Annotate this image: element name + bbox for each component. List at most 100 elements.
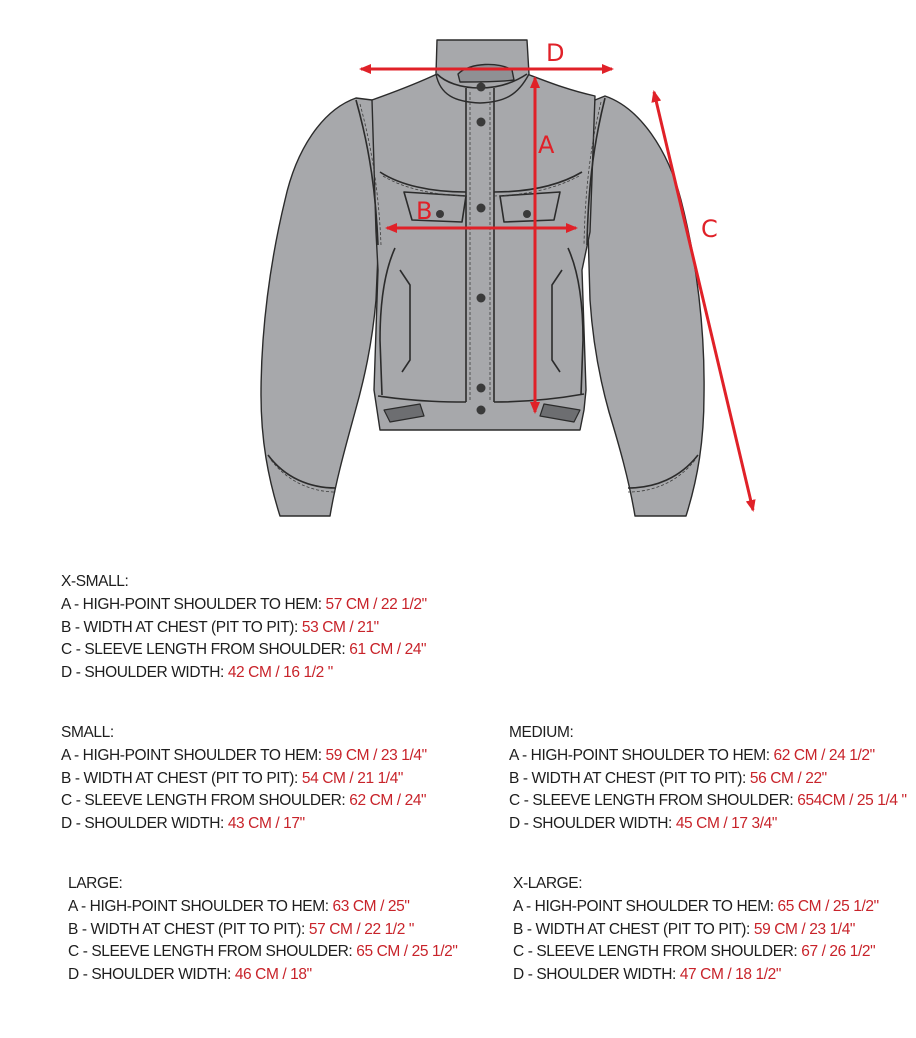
measurement-label: D - SHOULDER WIDTH: — [68, 966, 235, 984]
pocket-button — [436, 210, 444, 218]
measurement-label: C - SLEEVE LENGTH FROM SHOULDER: — [513, 943, 802, 961]
measurement-value: 59 CM / 23 1/4" — [325, 746, 428, 764]
measurement-value: 53 CM / 21" — [301, 618, 379, 636]
left-armhole-seam — [355, 99, 379, 246]
measurement-label: A - HIGH-POINT SHOULDER TO HEM: — [61, 595, 326, 613]
measurement-label: B - WIDTH AT CHEST (PIT TO PIT): — [61, 618, 302, 636]
pocket-button — [523, 210, 531, 218]
measurement-label: B - WIDTH AT CHEST (PIT TO PIT): — [509, 769, 750, 787]
measure-d-label: D — [546, 39, 564, 67]
measurement-row: B - WIDTH AT CHEST (PIT TO PIT): 56 CM /… — [509, 768, 907, 791]
measurement-value: 65 CM / 25 1/2" — [356, 943, 458, 961]
size-title: MEDIUM: — [509, 724, 574, 741]
measurement-row: D - SHOULDER WIDTH: 43 CM / 17" — [61, 813, 427, 836]
measurement-row: C - SLEEVE LENGTH FROM SHOULDER: 62 CM /… — [61, 790, 427, 813]
right-front-panel-seam — [567, 247, 584, 396]
yoke-seam — [379, 171, 583, 193]
measurement-value: 46 CM / 18" — [234, 966, 312, 984]
right-armhole-seam — [586, 97, 606, 246]
measurement-label: B - WIDTH AT CHEST (PIT TO PIT): — [68, 920, 309, 938]
measurement-label: A - HIGH-POINT SHOULDER TO HEM: — [68, 897, 333, 915]
measurement-value: 56 CM / 22" — [749, 769, 827, 787]
size-title: X-SMALL: — [61, 573, 129, 590]
left-cuff-seam — [267, 454, 337, 489]
measurement-row: A - HIGH-POINT SHOULDER TO HEM: 57 CM / … — [61, 594, 427, 617]
measurement-label: A - HIGH-POINT SHOULDER TO HEM: — [509, 746, 774, 764]
measurement-value: 57 CM / 22 1/2" — [325, 595, 428, 613]
measurement-value: 43 CM / 17" — [227, 815, 305, 833]
measurement-lines — [359, 64, 756, 512]
measurement-row: C - SLEEVE LENGTH FROM SHOULDER: 65 CM /… — [68, 941, 458, 964]
button — [476, 117, 486, 127]
size-title: X-LARGE: — [513, 875, 583, 892]
button — [476, 82, 486, 92]
size-title: LARGE: — [68, 875, 123, 892]
measurement-label: D - SHOULDER WIDTH: — [61, 815, 228, 833]
size-block-large: LARGE: A - HIGH-POINT SHOULDER TO HEM: 6… — [68, 873, 458, 987]
right-hand-pocket — [551, 269, 563, 373]
measurement-label: B - WIDTH AT CHEST (PIT TO PIT): — [513, 920, 754, 938]
measurement-label: D - SHOULDER WIDTH: — [61, 664, 228, 682]
measurement-value: 54 CM / 21 1/4" — [301, 769, 404, 787]
right-sleeve — [587, 95, 705, 517]
jacket-diagram: A B C D — [260, 39, 756, 517]
measurement-value: 42 CM / 16 1/2 " — [227, 664, 333, 682]
size-block-medium: MEDIUM: A - HIGH-POINT SHOULDER TO HEM: … — [509, 722, 907, 836]
measurement-row: D - SHOULDER WIDTH: 47 CM / 18 1/2" — [513, 964, 879, 987]
measurement-value: 62 CM / 24" — [349, 792, 427, 810]
measurement-value: 61 CM / 24" — [349, 641, 427, 659]
measurement-value: 62 CM / 24 1/2" — [773, 746, 876, 764]
size-block-xlarge: X-LARGE: A - HIGH-POINT SHOULDER TO HEM:… — [513, 873, 879, 987]
measurement-value: 654CM / 25 1/4 " — [797, 792, 907, 810]
measurement-label: C - SLEEVE LENGTH FROM SHOULDER: — [68, 943, 357, 961]
measurement-label: C - SLEEVE LENGTH FROM SHOULDER: — [509, 792, 798, 810]
measurement-value: 45 CM / 17 3/4" — [675, 815, 778, 833]
size-title: SMALL: — [61, 724, 114, 741]
left-front-panel-seam — [379, 247, 396, 396]
measurement-row: A - HIGH-POINT SHOULDER TO HEM: 62 CM / … — [509, 745, 907, 768]
size-block-small: SMALL: A - HIGH-POINT SHOULDER TO HEM: 5… — [61, 722, 427, 836]
measurement-row: B - WIDTH AT CHEST (PIT TO PIT): 54 CM /… — [61, 768, 427, 791]
measurement-row: A - HIGH-POINT SHOULDER TO HEM: 63 CM / … — [68, 896, 457, 919]
measurement-row: C - SLEEVE LENGTH FROM SHOULDER: 61 CM /… — [61, 639, 427, 662]
jacket-illustration — [260, 39, 705, 517]
button — [476, 405, 486, 415]
measurement-row: B - WIDTH AT CHEST (PIT TO PIT): 59 CM /… — [513, 919, 879, 942]
measurement-row: D - SHOULDER WIDTH: 42 CM / 16 1/2 " — [61, 662, 427, 685]
size-block-xsmall: X-SMALL: A - HIGH-POINT SHOULDER TO HEM:… — [61, 571, 427, 685]
measure-b-label: B — [416, 197, 432, 225]
measurement-row: A - HIGH-POINT SHOULDER TO HEM: 65 CM / … — [513, 896, 879, 919]
measurement-row: B - WIDTH AT CHEST (PIT TO PIT): 53 CM /… — [61, 617, 427, 640]
jacket-body — [371, 73, 596, 431]
measure-a-label: A — [538, 131, 555, 159]
right-chest-pocket — [499, 191, 561, 223]
left-hand-pocket — [399, 269, 411, 373]
measurement-label: D - SHOULDER WIDTH: — [513, 966, 680, 984]
measurement-label: A - HIGH-POINT SHOULDER TO HEM: — [61, 746, 326, 764]
measurement-row: C - SLEEVE LENGTH FROM SHOULDER: 67 / 26… — [513, 941, 879, 964]
measurement-row: C - SLEEVE LENGTH FROM SHOULDER: 654CM /… — [509, 790, 907, 813]
measurement-row: A - HIGH-POINT SHOULDER TO HEM: 59 CM / … — [61, 745, 427, 768]
measurement-label: C - SLEEVE LENGTH FROM SHOULDER: — [61, 641, 350, 659]
measure-c-arrow — [651, 90, 756, 512]
left-sleeve — [260, 97, 380, 517]
measurement-value: 63 CM / 25" — [332, 897, 410, 915]
button — [476, 203, 486, 213]
measure-c-label: C — [701, 215, 718, 243]
measurement-value: 57 CM / 22 1/2 " — [308, 920, 414, 938]
measurement-label: A - HIGH-POINT SHOULDER TO HEM: — [513, 897, 778, 915]
measurement-row: B - WIDTH AT CHEST (PIT TO PIT): 57 CM /… — [68, 919, 457, 942]
measurement-row: D - SHOULDER WIDTH: 46 CM / 18" — [68, 964, 457, 987]
measurement-label: C - SLEEVE LENGTH FROM SHOULDER: — [61, 792, 350, 810]
left-hem-tab — [383, 403, 425, 423]
measurement-row: D - SHOULDER WIDTH: 45 CM / 17 3/4" — [509, 813, 907, 836]
button — [476, 383, 486, 393]
measurement-value: 47 CM / 18 1/2" — [679, 966, 782, 984]
measurement-label: D - SHOULDER WIDTH: — [509, 815, 676, 833]
measurement-label: B - WIDTH AT CHEST (PIT TO PIT): — [61, 769, 302, 787]
button — [476, 293, 486, 303]
measurement-value: 65 CM / 25 1/2" — [777, 897, 880, 915]
right-hem-tab — [539, 403, 581, 423]
measurement-value: 67 / 26 1/2" — [801, 943, 876, 961]
measurement-value: 59 CM / 23 1/4" — [753, 920, 856, 938]
